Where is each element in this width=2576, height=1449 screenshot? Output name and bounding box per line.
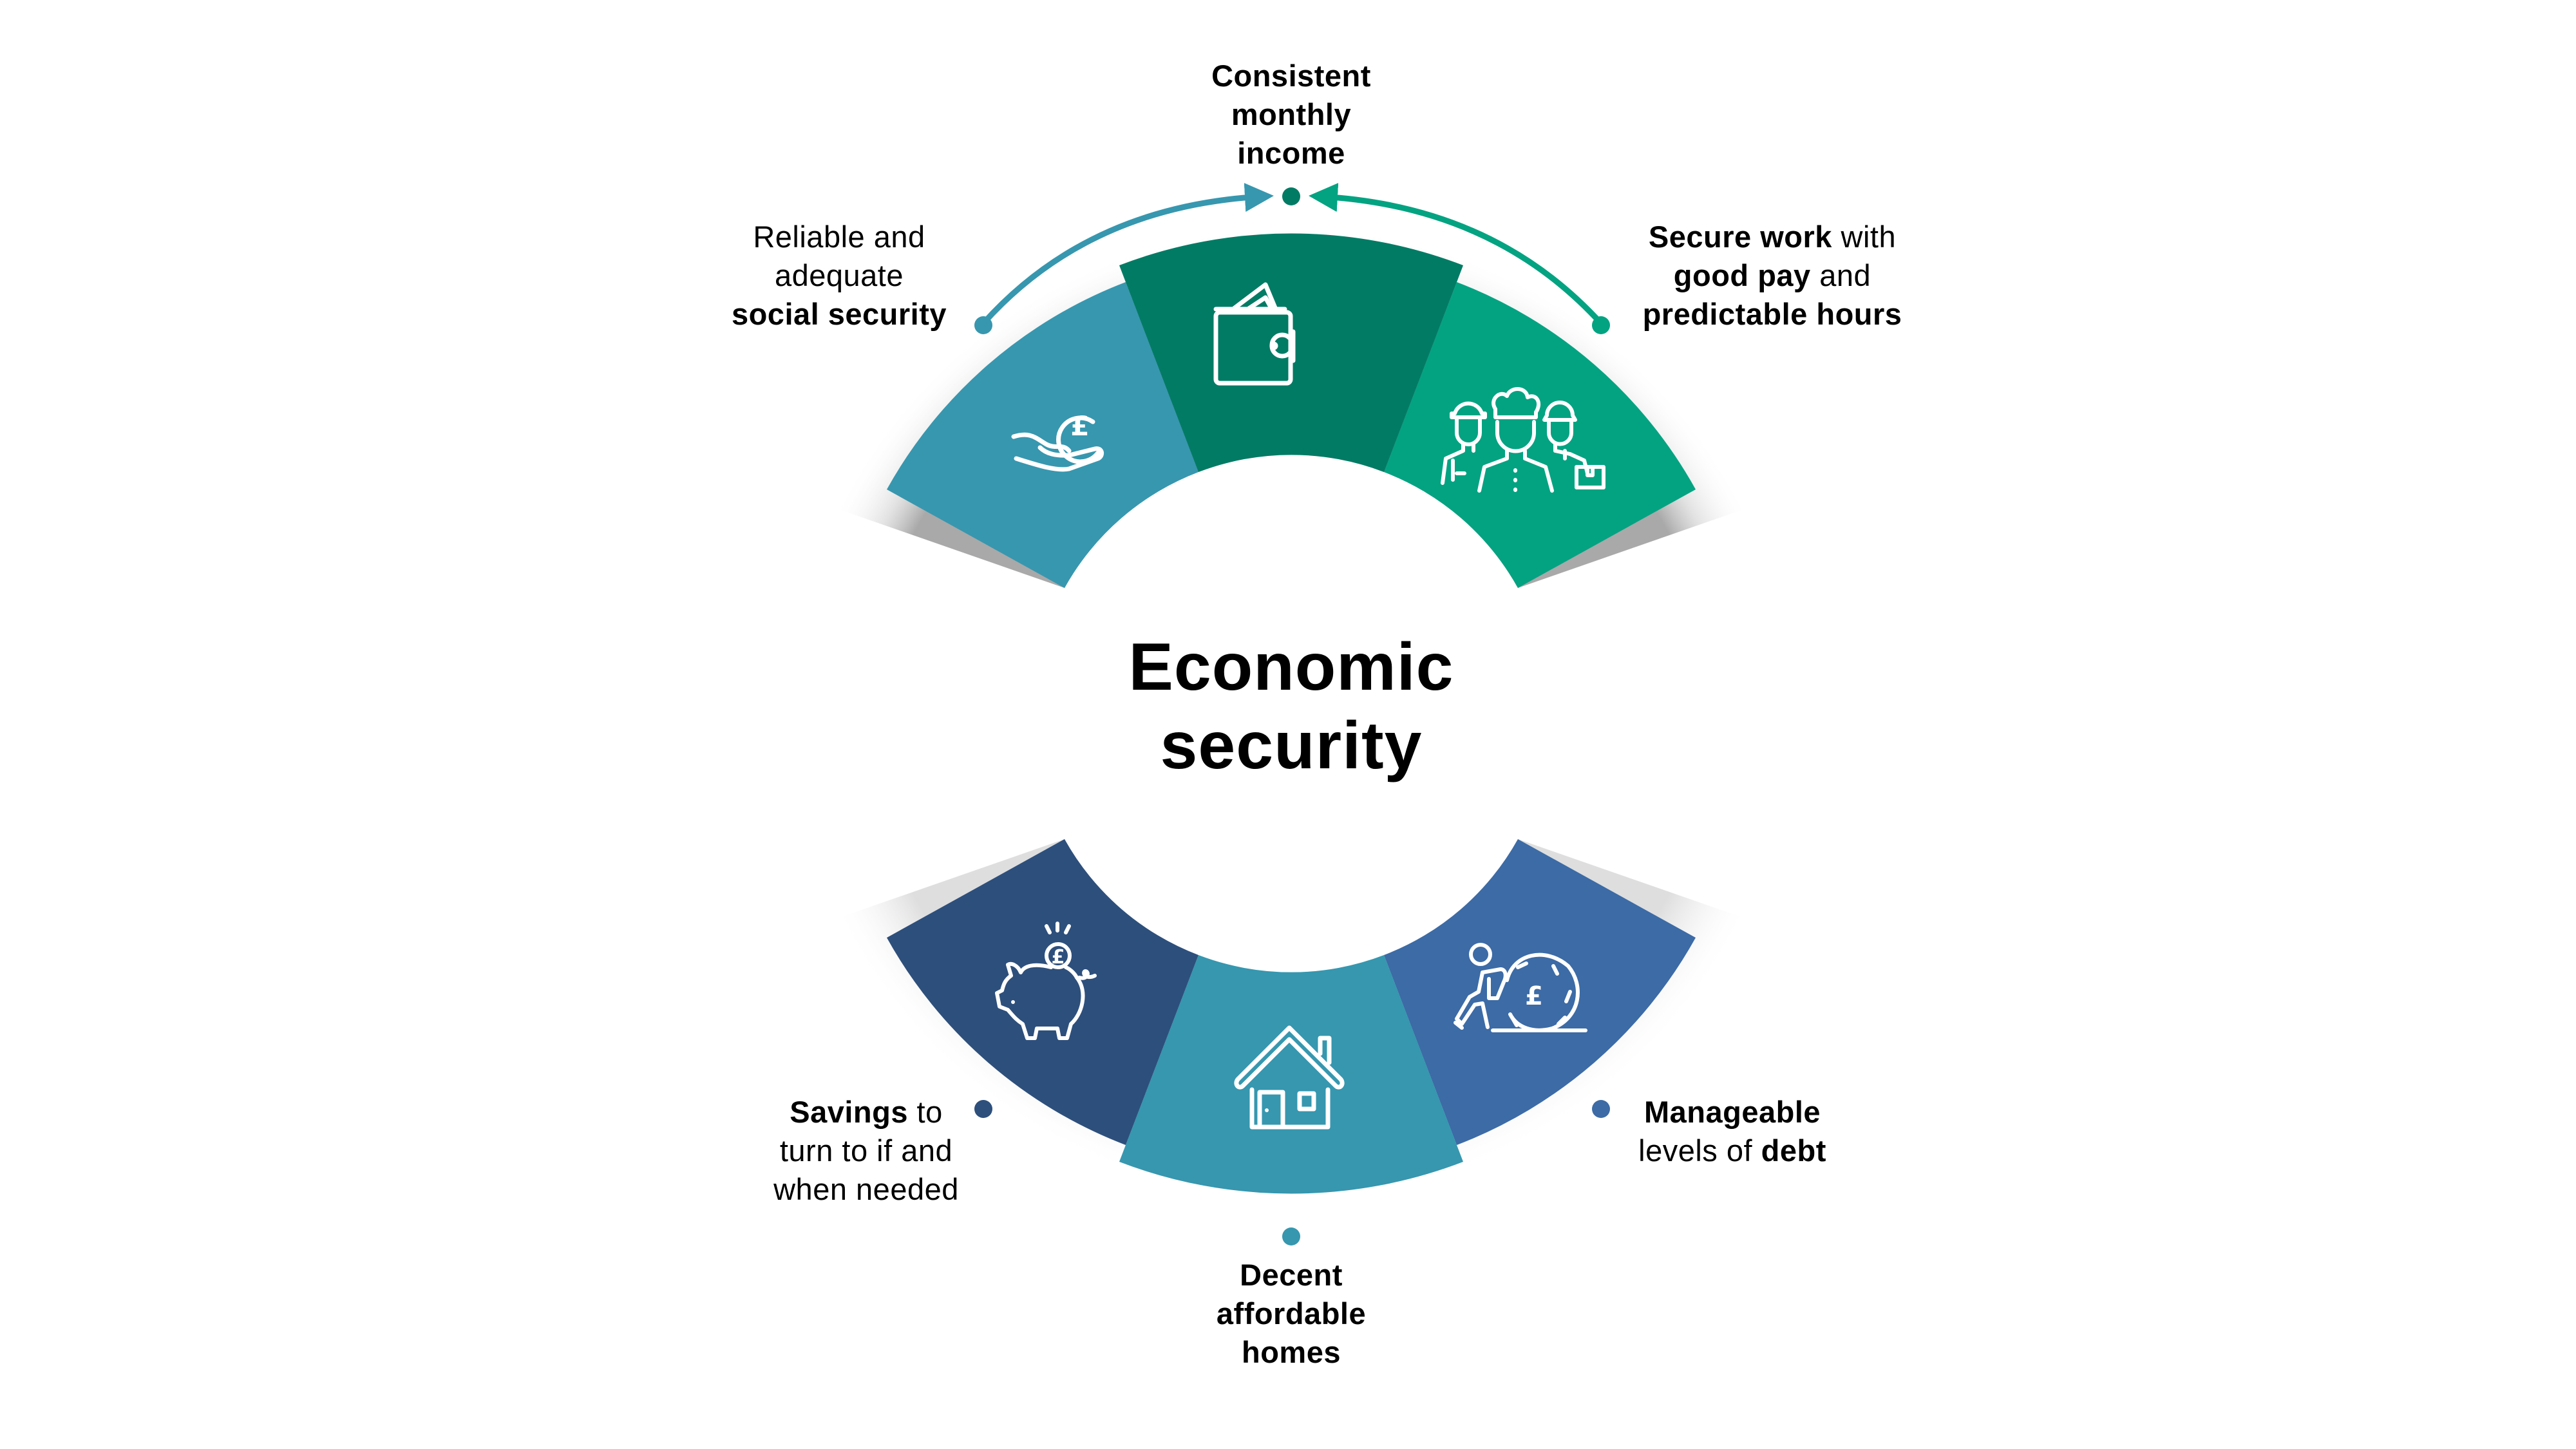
segment-savings[interactable] <box>887 839 1198 1145</box>
label-debt-bold-1: Manageable <box>1643 1095 1821 1129</box>
label-social-security-line-2: adequate <box>774 258 904 292</box>
label-savings-line-2: turn to if and <box>779 1133 953 1168</box>
label-homes: Decent affordable homes <box>1217 1256 1366 1372</box>
label-savings: Savings to turn to if and when needed <box>773 1093 959 1209</box>
label-social-security-line-1: Reliable and <box>753 220 925 254</box>
label-monthly-income-line-3: income <box>1237 136 1345 170</box>
segment-social-security[interactable] <box>887 282 1198 588</box>
label-social-security-line-3: social security <box>731 297 947 331</box>
label-savings-line-3: when needed <box>773 1172 959 1206</box>
label-monthly-income: Consistent monthly income <box>1211 57 1371 173</box>
arrow-social-security-to-income <box>981 183 1274 326</box>
dot-debt <box>1592 1100 1610 1118</box>
hand-holding-pound-coin-icon: £ <box>1011 410 1104 472</box>
page-title: Economic security <box>1129 628 1454 785</box>
label-secure-work-rest-1: with <box>1832 220 1897 254</box>
label-homes-line-2: affordable <box>1216 1296 1367 1331</box>
dot-secure-work <box>1592 316 1610 334</box>
label-social-security: Reliable and adequate social security <box>732 218 947 334</box>
dot-homes <box>1282 1227 1300 1245</box>
label-monthly-income-line-1: Consistent <box>1211 59 1371 93</box>
workers-group-icon <box>1441 387 1605 493</box>
label-monthly-income-line-2: monthly <box>1231 97 1352 131</box>
bottom-arc <box>887 839 1696 1194</box>
label-homes-line-1: Decent <box>1240 1258 1343 1292</box>
svg-text:£: £ <box>1525 981 1543 1011</box>
dot-savings <box>974 1100 992 1118</box>
person-pushing-pound-boulder-icon: £ <box>1454 943 1587 1032</box>
segment-homes[interactable] <box>1119 955 1463 1194</box>
label-debt: Manageable levels of debt <box>1638 1093 1826 1170</box>
svg-text:£: £ <box>1070 410 1089 442</box>
title-line-1: Economic <box>1128 630 1454 705</box>
label-debt-rest-2: levels of <box>1638 1133 1761 1168</box>
label-secure-work-bold-2: good pay <box>1673 258 1811 292</box>
arrow-secure-work-to-income <box>1309 183 1604 326</box>
top-arc <box>887 233 1696 588</box>
label-secure-work-rest-2: and <box>1810 258 1871 292</box>
income-arrows <box>974 183 1610 334</box>
house-icon <box>1234 1025 1345 1130</box>
piggy-bank-pound-icon: £ <box>995 922 1097 1040</box>
wallet-with-cash-icon <box>1213 282 1296 386</box>
label-secure-work-bold-1: Secure work <box>1648 220 1832 254</box>
label-savings-bold-1: Savings <box>790 1095 908 1129</box>
label-secure-work: Secure work with good pay and predictabl… <box>1643 218 1902 334</box>
label-debt-bold-2: debt <box>1761 1133 1826 1168</box>
dot-monthly-income <box>1282 187 1300 205</box>
title-line-2: security <box>1160 708 1423 783</box>
label-savings-rest-1: to <box>907 1095 943 1129</box>
dot-social-security <box>974 316 992 334</box>
segment-secure-work[interactable] <box>1384 282 1696 588</box>
svg-text:£: £ <box>1052 946 1065 969</box>
segment-debt[interactable] <box>1384 839 1696 1145</box>
label-homes-line-3: homes <box>1241 1335 1341 1369</box>
label-secure-work-bold-3: predictable hours <box>1642 297 1902 331</box>
